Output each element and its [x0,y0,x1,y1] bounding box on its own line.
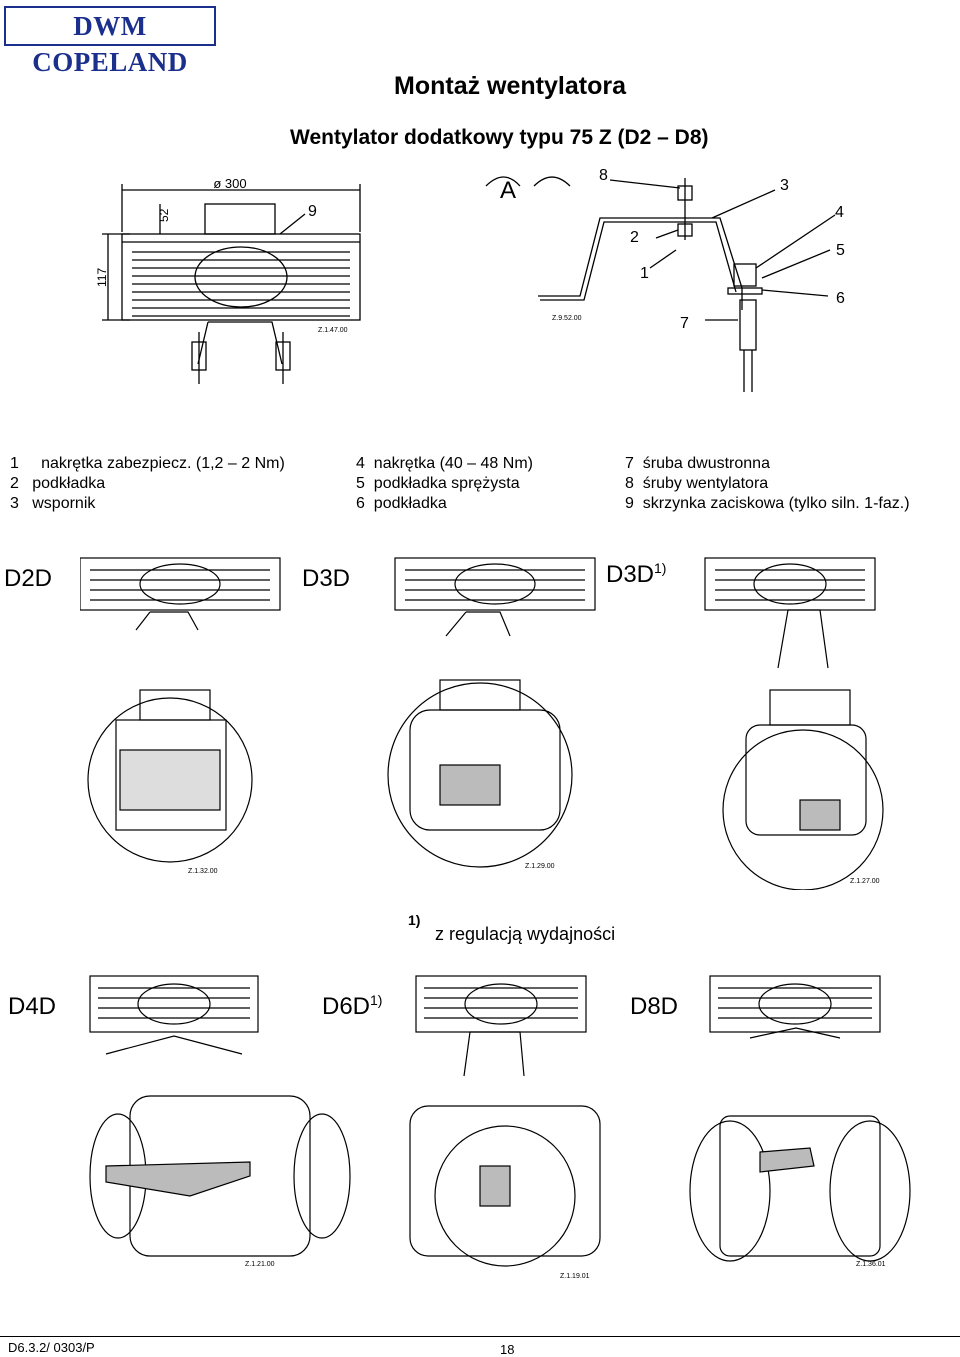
callout-4: 4 [835,204,844,221]
ref-code: Z.1.36.01 [856,1261,886,1268]
legend-item: 6 podkładka [356,495,447,512]
ref-code: Z.1.27.00 [850,878,880,885]
ref-code: Z.1.29.00 [525,863,555,870]
ref-code: Z.1.19.01 [560,1273,590,1280]
doc-code: D6.3.2/ 0303/P [8,1340,95,1355]
row1-compressor-drawings: Z.1.32.00 Z.1.29.00 Z.1.27.00 [80,557,884,890]
legend-item: 3 wspornik [10,495,96,512]
callout-7: 7 [680,315,689,332]
model-label: D3D [302,565,351,592]
brand-logo: DWM COPELAND [4,6,216,77]
detail-a-ref-code: Z.9.52.00 [552,315,582,322]
footnote-mark: 1) [408,912,421,928]
fan-assembly-drawing: ø 300 52 117 9 Z.1.47.00 [95,176,361,384]
callout-9: 9 [308,203,317,220]
page-title: Montaż wentylatora [394,72,626,100]
legend-item: 4 nakrętka (40 – 48 Nm) [356,455,533,472]
dim-height-total-label: 117 [95,268,109,287]
detail-a-label: A [500,177,516,204]
model-label: D4D [8,993,57,1020]
page-number: 18 [500,1342,515,1357]
ref-code: Z.1.32.00 [188,868,218,875]
legend-col-3: 7 śruba dwustronna 8 śruby wentylatora 9… [625,454,910,514]
legend-item: 2 podkładka [10,475,106,492]
detail-a-drawing: A 8 3 2 4 1 5 6 7 Z.9.52.00 [485,167,845,392]
callout-1: 1 [640,265,649,282]
ref-code: Z.1.47.00 [318,327,348,334]
ref-code: Z.1.21.00 [245,1261,275,1268]
model-label: D2D [4,565,53,592]
legend-col-2: 4 nakrętka (40 – 48 Nm) 5 podkładka sprę… [356,454,533,514]
footer-rule [0,1336,960,1337]
row2-compressor-drawings: Z.1.21.00 Z.1.19.01 Z.1.36.01 [89,975,911,1280]
legend-item: 7 śruba dwustronna [625,455,770,472]
callout-8: 8 [599,167,608,184]
dim-height-box-label: 52 [157,208,171,222]
model-label: D3D1) [606,560,667,588]
callout-5: 5 [836,242,845,259]
model-label: D6D1) [322,992,383,1020]
callout-6: 6 [836,290,845,307]
footnote-text: z regulacją wydajności [435,924,616,944]
page-subtitle: Wentylator dodatkowy typu 75 Z (D2 – D8) [290,126,709,149]
legend-item: 8 śruby wentylatora [625,475,769,492]
callout-2: 2 [630,229,639,246]
dim-diameter-label: ø 300 [213,176,246,191]
legend-item: 1 nakrętka zabezpiecz. (1,2 – 2 Nm) [10,455,285,472]
callout-3: 3 [780,177,789,194]
legend-item: 9 skrzynka zaciskowa (tylko siln. 1-faz.… [625,495,910,512]
model-label: D8D [630,993,679,1020]
legend-item: 5 podkładka sprężysta [356,475,520,492]
legend-col-1: 1 nakrętka zabezpiecz. (1,2 – 2 Nm) 2 po… [10,454,285,514]
